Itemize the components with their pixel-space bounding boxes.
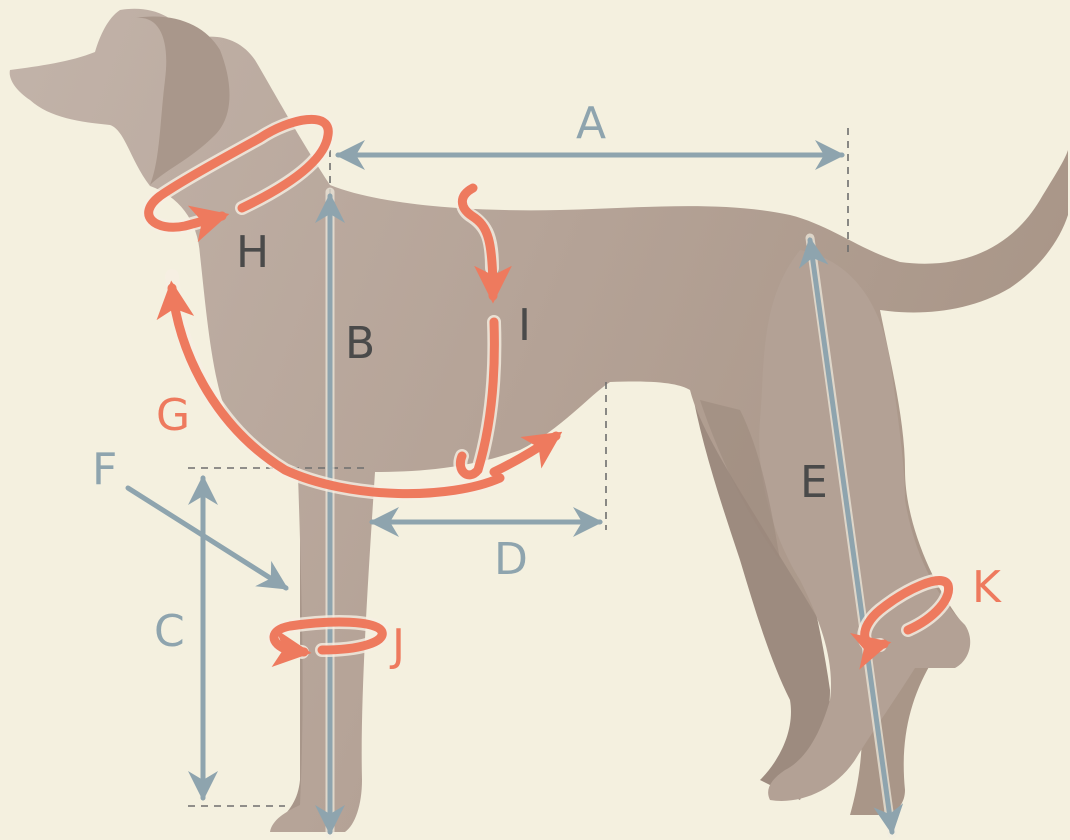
label-f: F	[92, 444, 117, 495]
label-g: G	[156, 390, 190, 441]
label-b: B	[345, 318, 375, 369]
label-e: E	[800, 457, 828, 508]
measure-f-pointer	[128, 488, 286, 588]
label-h: H	[236, 227, 269, 278]
label-d: D	[494, 534, 528, 585]
label-i: I	[518, 300, 531, 351]
label-c: C	[154, 606, 185, 657]
label-j: J	[389, 620, 405, 671]
label-k: K	[972, 562, 1002, 613]
label-a: A	[576, 98, 606, 149]
